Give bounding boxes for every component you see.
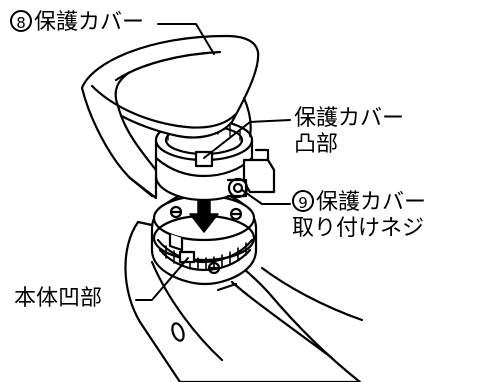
label-guard-screw-line1: 保護カバー: [316, 190, 427, 215]
label-body-concave: 本体凹部: [14, 286, 103, 311]
leader-guard-convex: [203, 119, 291, 159]
label-guard-convex-line2: 凸部: [294, 132, 339, 157]
label-guard-convex: 保護カバー 凸部: [294, 106, 404, 158]
leader-body-concave: [135, 257, 189, 301]
guard-shell: [80, 34, 260, 200]
leader-guard: [157, 23, 215, 55]
label-guard-convex-line1: 保護カバー: [294, 106, 405, 131]
label-guard-screw-line2: 取り付けネジ: [292, 216, 425, 241]
leader-guard-screw: [241, 189, 291, 205]
callout-number-8: 8: [10, 10, 32, 32]
callout-number-9: 9: [292, 190, 314, 212]
label-guard-text: 保護カバー: [34, 10, 145, 35]
leader-lines: [135, 23, 291, 301]
